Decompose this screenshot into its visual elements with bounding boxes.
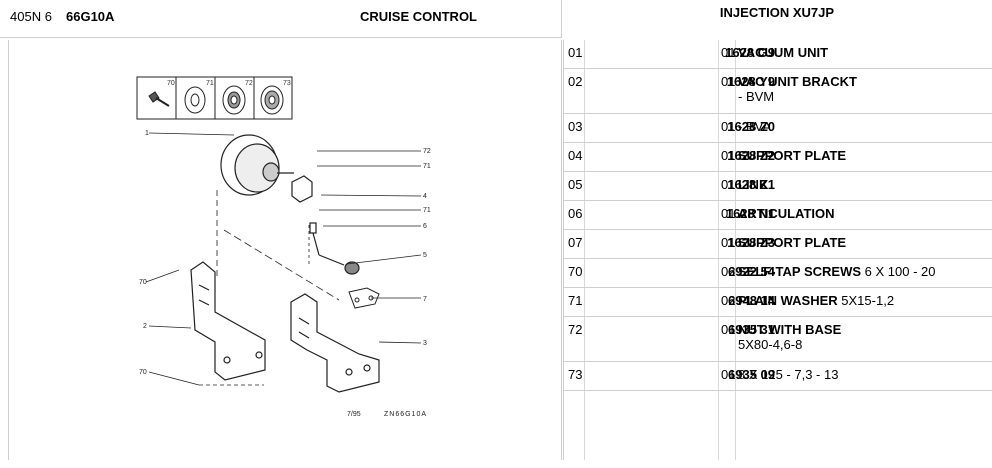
part-description: PLAIN WASHER 5X15-1,2: [738, 293, 895, 308]
part-description: SUPPORT PLATE: [738, 148, 847, 163]
part-index: 70: [568, 264, 583, 279]
fastener-inset: 70 71 72 73: [136, 76, 293, 120]
part-row[interactable]: 06 1628 N1 01 ARTICULATION: [564, 201, 992, 230]
part-row[interactable]: 01 1628 G9 01 VACUUM UNIT: [564, 40, 992, 69]
callout-1: 1: [145, 130, 149, 137]
callout-71-a: 71: [423, 163, 431, 170]
part-row[interactable]: 02 1628 Y9 01 VAC UNIT BRACKT - BVM: [564, 69, 992, 114]
callout-70-b: 70: [139, 369, 147, 376]
part-reference: 1628 Z2: [727, 148, 775, 163]
vehicle-model: 405N 6: [10, 9, 52, 24]
inset-label-73: 73: [283, 80, 291, 87]
part-quantity: 01: [721, 235, 736, 250]
bracket-2-drawing: [190, 261, 266, 381]
part-description: NUT WITH BASE: [738, 322, 842, 337]
column-divider: [718, 40, 719, 460]
nut-with-base-icon: [222, 85, 246, 115]
nut-icon: [260, 85, 284, 115]
washer-icon: [184, 86, 206, 114]
articulation-drawing: [348, 287, 380, 309]
part-reference: 1628 N1: [725, 206, 775, 221]
column-divider: [735, 40, 736, 460]
part-index: 05: [568, 177, 583, 192]
vacuum-unit-drawing: [216, 134, 340, 301]
part-quantity: 02: [721, 293, 736, 308]
part-description: LINK: [738, 177, 769, 192]
part-index: 02: [568, 74, 583, 89]
callout-4: 4: [423, 193, 427, 200]
callout-6: 6: [423, 223, 427, 230]
part-row[interactable]: 04 1628 Z2 01 SUPPORT PLATE: [564, 143, 992, 172]
callout-70-a: 70: [139, 279, 147, 286]
part-index: 73: [568, 367, 583, 382]
exploded-diagram: 70 71 72 73: [136, 76, 431, 418]
part-description: 8 X 125 - 7,3 - 13: [738, 367, 839, 382]
group-code: 66G10A: [66, 9, 115, 24]
callout-7: 7: [423, 296, 427, 303]
part-index: 06: [568, 206, 583, 221]
part-row[interactable]: 03 1628 Z0 01 - BVA: [564, 114, 992, 143]
part-quantity: 01: [721, 367, 736, 382]
diagram-code: ZN66G10A: [384, 411, 427, 418]
part-reference: 1628 Z3: [727, 235, 775, 250]
part-quantity: 01: [721, 148, 736, 163]
part-index: 03: [568, 119, 583, 134]
inset-label-70: 70: [167, 80, 175, 87]
part-quantity: 02: [721, 264, 736, 279]
parts-list: 01 1628 G9 01 VACUUM UNIT 02 1628 Y9 01 …: [563, 40, 992, 460]
callout-72: 72: [423, 148, 431, 155]
part-row[interactable]: 70 6922 54 02 SELF-TAP SCREWS 6 X 100 - …: [564, 259, 992, 288]
part-index: 01: [568, 45, 583, 60]
part-reference: 1628 G9: [725, 45, 775, 60]
inset-label-71: 71: [206, 80, 214, 87]
engine-label: INJECTION XU7JP: [719, 5, 835, 20]
part-description: - BVA: [738, 119, 771, 134]
part-description: SELF-TAP SCREWS 6 X 100 - 20: [738, 264, 936, 279]
part-row[interactable]: 71 6948 14 02 PLAIN WASHER 5X15-1,2: [564, 288, 992, 317]
part-row[interactable]: 73 6935 09 01 8 X 125 - 7,3 - 13: [564, 362, 992, 391]
callout-71-b: 71: [423, 207, 431, 214]
part-quantity: 01: [721, 45, 736, 60]
link-drawing: [309, 222, 360, 275]
part-reference: 6922 54: [728, 264, 775, 279]
bracket-3-drawing: [290, 293, 380, 393]
diagram-date: 7/95: [347, 411, 361, 418]
part-index: 04: [568, 148, 583, 163]
part-description: VACUUM UNIT: [738, 45, 829, 60]
part-quantity: 01: [721, 74, 736, 89]
part-description: ARTICULATION: [738, 206, 835, 221]
diagram-panel: 70 71 72 73: [8, 40, 562, 460]
part-reference: 6948 14: [728, 293, 775, 308]
part-row[interactable]: 72 6935 31 01 NUT WITH BASE 5X80-4,6-8: [564, 317, 992, 362]
part-index: 71: [568, 293, 583, 308]
callout-lines: [145, 132, 422, 386]
part-reference: 6935 09: [728, 367, 775, 382]
callout-3: 3: [423, 340, 427, 347]
part-row[interactable]: 07 1628 Z3 01 SUPPORT PLATE: [564, 230, 992, 259]
part-description: VAC UNIT BRACKT: [738, 74, 857, 89]
part-reference: 1628 Z0: [727, 119, 775, 134]
part-quantity: 01: [721, 119, 736, 134]
column-divider: [584, 40, 585, 460]
callout-numbers: 1 72 71 4 71 6 5 70 7 2 3 70: [139, 130, 431, 376]
callout-5: 5: [423, 252, 427, 259]
part-description-detail: 5X80-4,6-8: [738, 337, 803, 352]
part-row[interactable]: 05 1628 Z1 01 LINK: [564, 172, 992, 201]
page-title: CRUISE CONTROL: [360, 9, 477, 24]
screw-icon: [148, 91, 170, 107]
part-quantity: 01: [721, 177, 736, 192]
part-description: SUPPORT PLATE: [738, 235, 847, 250]
callout-2: 2: [143, 323, 147, 330]
part-index: 07: [568, 235, 583, 250]
engine-header: INJECTION XU7JP: [562, 0, 992, 38]
part-reference: 1628 Z1: [727, 177, 775, 192]
part-reference: 1628 Y9: [726, 74, 775, 89]
part-description-detail: - BVM: [738, 89, 775, 104]
part-quantity: 01: [721, 206, 736, 221]
inset-label-72: 72: [245, 80, 253, 87]
part-reference: 6935 31: [728, 322, 775, 337]
header-bar: 405N 6 66G10A CRUISE CONTROL: [0, 0, 562, 38]
part-quantity: 01: [721, 322, 736, 337]
part-index: 72: [568, 322, 583, 337]
